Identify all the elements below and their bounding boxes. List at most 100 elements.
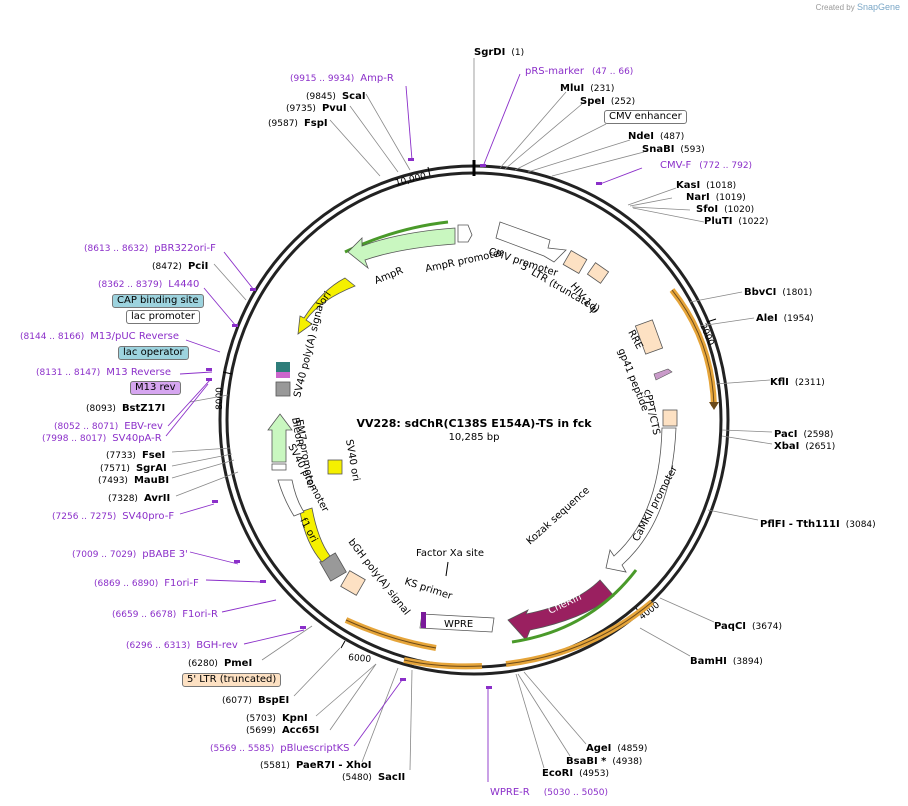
enzyme-fsei[interactable]: (7733)FseI	[106, 450, 166, 461]
enzyme-agei[interactable]: AgeI(4859)	[586, 743, 648, 754]
enzyme-fspi[interactable]: (9587)FspI	[268, 118, 328, 129]
label-5ltr-truncated-box[interactable]: 5' LTR (truncated)	[182, 673, 282, 687]
label-lac-promoter[interactable]: lac promoter	[126, 310, 200, 324]
bleor-arrow[interactable]	[267, 413, 293, 463]
em7-box	[271, 463, 287, 471]
enzyme-kfli[interactable]: KflI(2311)	[770, 377, 825, 388]
bgh-box	[340, 570, 366, 596]
enzyme-pmei[interactable]: (6280)PmeI	[188, 658, 253, 669]
enzyme-maubi[interactable]: (7493)MauBI	[98, 475, 170, 486]
enzyme-paer7i-xhoi[interactable]: (5581)PaeR7I - XhoI	[260, 760, 372, 771]
label-cmv-enhancer[interactable]: CMV enhancer	[604, 110, 687, 124]
feature-amp[interactable]	[344, 220, 473, 270]
tick-label-10000: 10,000	[394, 172, 427, 189]
label-kozak: Kozak sequence	[525, 485, 592, 547]
enzyme-kpni[interactable]: (5703)KpnI	[246, 713, 308, 724]
enzyme-paci[interactable]: PacI(2598)	[774, 429, 834, 440]
primer-pbabe3[interactable]: (7009 .. 7029)pBABE 3'	[72, 549, 188, 560]
tick-label-8000: 8000	[215, 387, 225, 410]
label-sv40-ori: SV40 ori	[343, 439, 361, 482]
primer-prs-marker[interactable]: pRS-marker(47 .. 66)	[525, 66, 634, 77]
enzyme-ndei[interactable]: NdeI(487)	[628, 131, 685, 142]
label-ampr: AmpR	[373, 265, 405, 286]
primer-m13-puc-reverse[interactable]: (8144 .. 8166)M13/pUC Reverse	[20, 331, 180, 342]
camkii-promoter-arrow[interactable]	[605, 427, 677, 573]
enzyme-bbvci[interactable]: BbvCI(1801)	[744, 287, 813, 298]
primer-f1ori-r[interactable]: (6659 .. 6678)F1ori-R	[112, 609, 218, 620]
label-cap-binding-site[interactable]: CAP binding site	[112, 294, 204, 308]
wpre-box[interactable]	[419, 613, 495, 633]
label-factor-xa: Factor Xa site	[416, 548, 484, 559]
cheriff-green-arc	[511, 569, 638, 644]
enzyme-pvui[interactable]: (9735)PvuI	[286, 103, 347, 114]
gp41-arrow	[653, 368, 673, 381]
enzyme-nari[interactable]: NarI(1019)	[686, 192, 746, 203]
tick-label-6000: 6000	[348, 653, 372, 665]
ampr-arrow	[347, 227, 456, 270]
label-cppt: cPPT/CTS	[641, 388, 661, 436]
enzyme-bspei[interactable]: (6077)BspEI	[222, 695, 290, 706]
primer-wpre-r[interactable]: WPRE-R(5030 .. 5050)	[490, 787, 609, 798]
enzyme-sgrdi[interactable]: SgrDI(1)	[474, 47, 525, 58]
enzyme-spei[interactable]: SpeI(252)	[580, 96, 636, 107]
sv40-ori-box	[327, 459, 343, 475]
primer-lines	[165, 73, 643, 782]
primer-amp-r[interactable]: (9915 .. 9934)Amp-R	[290, 73, 394, 84]
primer-ticks	[206, 158, 602, 689]
primer-m13-reverse[interactable]: (8131 .. 8147)M13 Reverse	[36, 367, 172, 378]
sv40-promoter-arrow[interactable]	[277, 479, 305, 517]
enzyme-sfoi[interactable]: SfoI(1020)	[696, 204, 755, 215]
enzyme-bamhi[interactable]: BamHI(3894)	[690, 656, 763, 667]
ori-arrow[interactable]	[297, 277, 356, 335]
enzyme-sgrai[interactable]: (7571)SgrAI	[100, 463, 167, 474]
enzyme-acc65i[interactable]: (5699)Acc65I	[246, 725, 320, 736]
plasmid-name: VV228: sdChR(C138S E154A)-TS in fck	[356, 417, 592, 430]
enzyme-sacii[interactable]: (5480)SacII	[342, 772, 406, 783]
label-m13-rev[interactable]: M13 rev	[130, 381, 181, 395]
label-camkii: CaMKII promoter	[631, 463, 680, 543]
ampr-promoter-arrow	[457, 224, 473, 243]
ltr-box-2	[586, 262, 610, 284]
rre-box	[634, 319, 664, 355]
plasmid-length: 10,285 bp	[449, 432, 500, 443]
cmv-promoter-arrow[interactable]	[495, 221, 567, 263]
primer-f1ori-f[interactable]: (6869 .. 6890)F1ori-F	[94, 578, 199, 589]
label-ks-primer: KS primer	[403, 576, 454, 602]
factor-xa-mark	[445, 561, 449, 577]
enzyme-pflfi-tth111i[interactable]: PflFI - Tth111I(3084)	[760, 519, 876, 530]
enzyme-alei[interactable]: AleI(1954)	[756, 313, 814, 324]
primer-pbr322ori-f[interactable]: (8613 .. 8632)pBR322ori-F	[84, 243, 216, 254]
orange-arc-right-head	[709, 402, 719, 410]
leader-lines	[171, 58, 773, 771]
f1-ori-arrow[interactable]	[299, 507, 331, 563]
cppt-box	[662, 409, 678, 427]
cheriff-arrow[interactable]	[507, 579, 615, 641]
primer-sv40pa-r[interactable]: (7998 .. 8017)SV40pA-R	[42, 433, 162, 444]
enzyme-bstz17i[interactable]: (8093)BstZ17I	[86, 403, 166, 414]
wpre-marker	[421, 612, 426, 628]
sv40-polya-block	[275, 362, 291, 397]
enzyme-mlui[interactable]: MluI(231)	[560, 83, 615, 94]
primer-cmv-f[interactable]: CMV-F(772 .. 792)	[660, 160, 753, 171]
label-lac-operator[interactable]: lac operator	[118, 346, 189, 360]
enzyme-kasi[interactable]: KasI(1018)	[676, 180, 737, 191]
enzyme-ecori[interactable]: EcoRI(4953)	[542, 768, 609, 779]
primer-ebv-rev[interactable]: (8052 .. 8071)EBV-rev	[54, 421, 163, 432]
enzyme-avrii[interactable]: (7328)AvrII	[108, 493, 171, 504]
enzyme-paqci[interactable]: PaqCI(3674)	[714, 621, 782, 632]
label-bleor: BleoR	[289, 417, 305, 447]
primer-bgh-rev[interactable]: (6296 .. 6313)BGH-rev	[126, 640, 238, 651]
enzyme-snabi[interactable]: SnaBI(593)	[642, 144, 705, 155]
snapgene-brand: Created by SnapGene	[815, 2, 900, 12]
enzyme-xbai[interactable]: XbaI(2651)	[774, 441, 836, 452]
enzyme-pluti[interactable]: PluTI(1022)	[704, 216, 769, 227]
primer-pbluescriptks[interactable]: (5569 .. 5585)pBluescriptKS	[210, 743, 350, 754]
primer-sv40pro-f[interactable]: (7256 .. 7275)SV40pro-F	[52, 511, 175, 522]
enzyme-pcii[interactable]: (8472)PciI	[152, 261, 209, 272]
ltr-box-1	[562, 250, 588, 274]
primer-l4440[interactable]: (8362 .. 8379)L4440	[98, 279, 200, 290]
enzyme-bsabi[interactable]: BsaBI *(4938)	[566, 756, 643, 767]
label-wpre: WPRE	[444, 619, 473, 630]
enzyme-scai[interactable]: (9845)ScaI	[306, 91, 366, 102]
